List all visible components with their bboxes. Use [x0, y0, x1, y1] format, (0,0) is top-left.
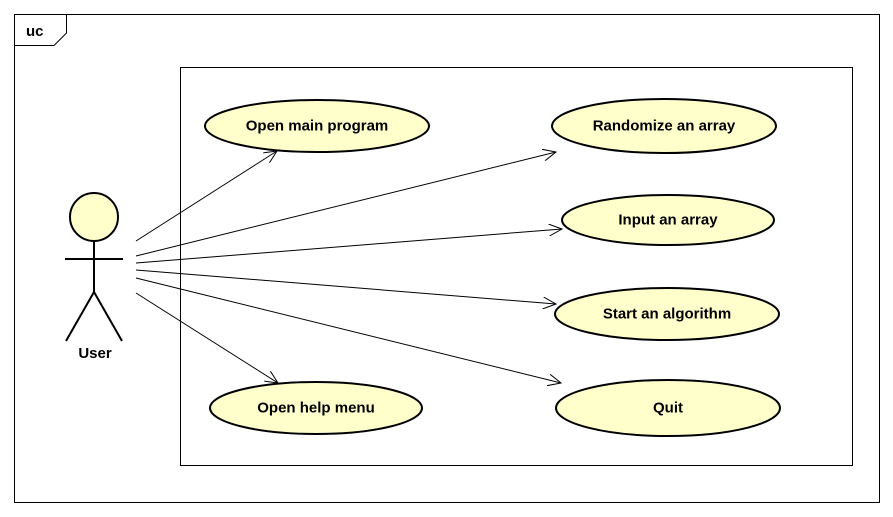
usecase-ellipse	[561, 194, 775, 246]
usecase-ellipse	[554, 287, 780, 341]
actor-left-leg	[65, 291, 95, 342]
usecase-input-array[interactable]: Input an array	[561, 194, 775, 246]
actor-head	[69, 192, 119, 242]
usecase-ellipse	[204, 99, 430, 153]
usecase-start-algorithm[interactable]: Start an algorithm	[554, 287, 780, 341]
diagram-frame	[14, 14, 880, 503]
actor-user[interactable]: User	[65, 192, 123, 362]
usecase-label: Quit	[653, 400, 683, 417]
usecase-open-main-program[interactable]: Open main program	[204, 99, 430, 153]
frame-tag	[14, 14, 67, 46]
usecase-ellipse	[555, 379, 781, 437]
actor-name: User	[78, 345, 112, 362]
usecase-randomize-array[interactable]: Randomize an array	[551, 98, 777, 154]
usecase-label: Start an algorithm	[603, 306, 731, 323]
association-open-main-program	[135, 151, 277, 242]
association-input-array	[135, 229, 562, 264]
usecase-quit[interactable]: Quit	[555, 379, 781, 437]
usecase-label: Open help menu	[257, 400, 375, 417]
association-randomize-array	[135, 152, 556, 257]
actor-right-leg	[93, 291, 123, 342]
association-open-help-menu	[135, 292, 278, 383]
usecase-open-help-menu[interactable]: Open help menu	[209, 381, 423, 435]
usecase-label: Randomize an array	[593, 118, 736, 135]
usecase-ellipse	[209, 381, 423, 435]
associations	[135, 151, 562, 383]
association-start-algorithm	[135, 269, 556, 304]
usecase-label: Input an array	[618, 212, 718, 229]
association-quit	[135, 277, 561, 383]
frame-label: uc	[26, 23, 44, 40]
usecase-ellipse	[551, 98, 777, 154]
usecase-label: Open main program	[246, 118, 389, 135]
